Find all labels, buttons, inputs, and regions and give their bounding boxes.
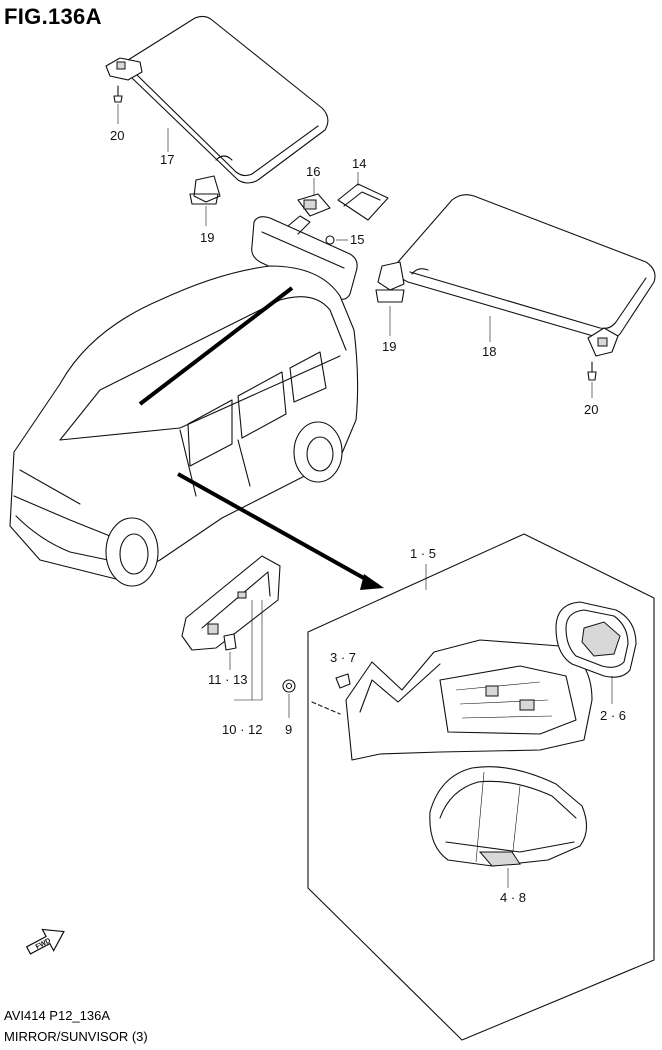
callout-1-5: 1 · 5 [410,546,436,561]
sun-visor-right [396,194,656,357]
mirror-body [311,639,593,761]
mirror-garnish [181,555,281,701]
footer-caption: MIRROR/SUNVISOR (3) [4,1029,148,1044]
callout-9: 9 [285,722,292,737]
sun-visor-left [105,15,329,184]
screw-left [113,85,123,124]
screw-right [587,361,597,398]
mirror-screw [335,673,351,689]
footer-code: AVI414 P12_136A [4,1008,111,1023]
callout-18: 18 [482,344,496,359]
callout-2-6: 2 · 6 [600,708,626,723]
callout-11-13: 11 · 13 [208,672,248,687]
callout-15: 15 [350,232,364,247]
callout-20-right: 20 [584,402,598,417]
callout-19-right: 19 [382,339,396,354]
callout-16: 16 [306,164,320,179]
callout-4-8: 4 · 8 [500,890,526,905]
fwd-label: FWD [35,937,52,951]
mirror-glass [555,601,637,704]
callout-17: 17 [160,152,174,167]
fwd-arrow-icon: FWD [25,928,65,955]
mirror-housing-cover [429,766,588,888]
inside-mirror [251,178,358,300]
vehicle-outline [9,265,359,587]
callout-10-12: 10 · 12 [222,722,262,737]
mirror-cover [337,172,389,221]
callout-3-7: 3 · 7 [330,650,356,665]
screw-15 [325,235,348,245]
clip [223,633,237,670]
outside-mirror-box [307,533,655,1041]
visor-holder-right [375,261,405,336]
callout-14: 14 [352,156,366,171]
callout-20-left: 20 [110,128,124,143]
figure-title: FIG.136A [4,4,102,29]
callout-19-left: 19 [200,230,214,245]
nut-9 [282,679,296,718]
visor-holder-left [189,175,221,226]
